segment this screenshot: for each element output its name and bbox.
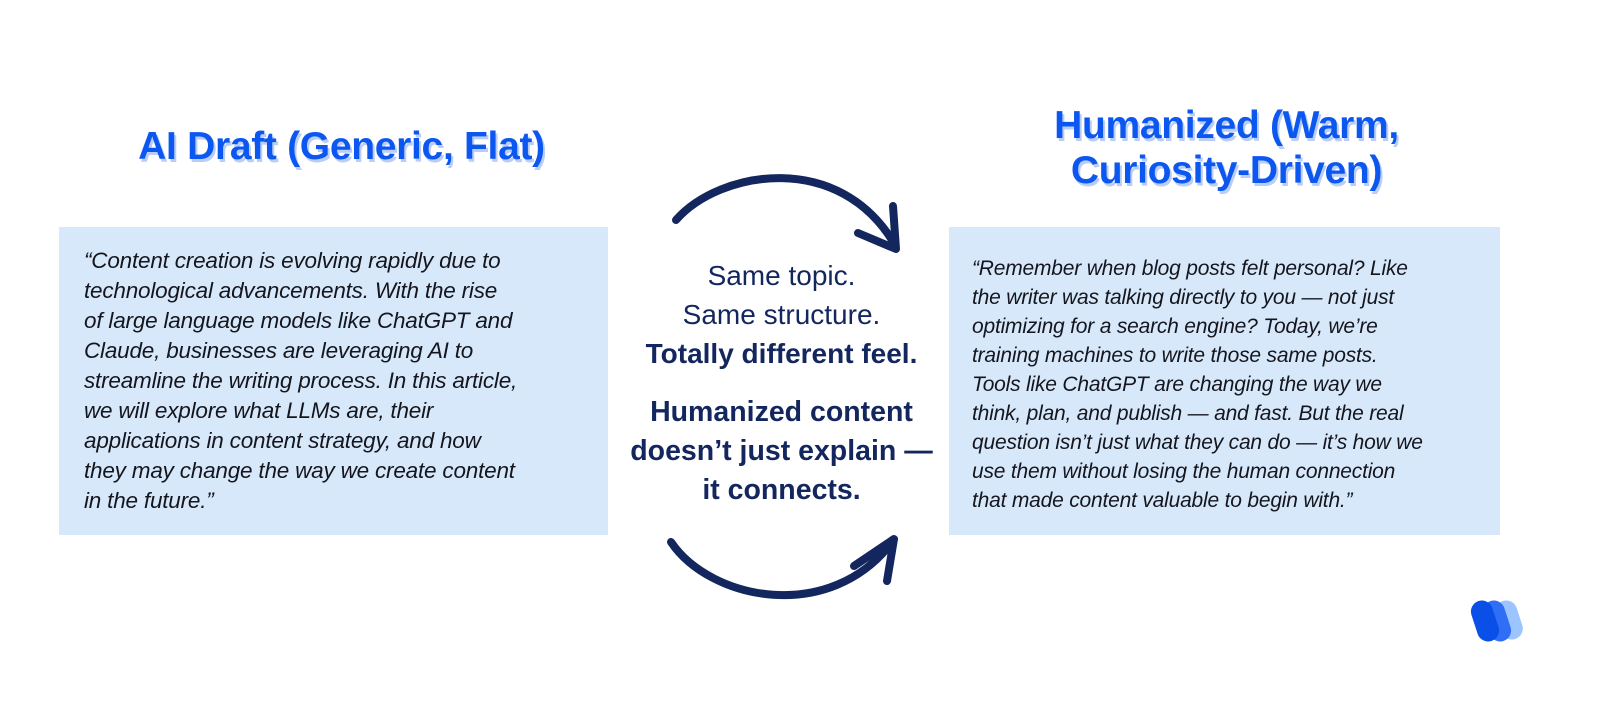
quote-line: the writer was talking directly to you —… xyxy=(972,286,1395,309)
quote-line: Claude, businesses are leveraging AI to xyxy=(84,338,474,363)
quote-line: we will explore what LLMs are, their xyxy=(84,398,434,423)
quote-line: streamline the writing process. In this … xyxy=(84,368,518,393)
tagline-line3: it connects. xyxy=(702,474,861,506)
quote-line: Tools like ChatGPT are changing the way … xyxy=(972,373,1382,396)
quote-line: optimizing for a search engine? Today, w… xyxy=(972,315,1378,338)
summary-line-different-feel: Totally different feel. xyxy=(645,338,918,369)
quote-line: training machines to write those same po… xyxy=(972,344,1378,367)
brand-logo-icon xyxy=(1470,600,1523,642)
quote-line: they may change the way we create conten… xyxy=(84,458,515,483)
quote-line: use them without losing the human connec… xyxy=(972,460,1396,483)
quote-line: think, plan, and publish — and fast. But… xyxy=(972,402,1404,425)
humanized-title: Humanized (Warm, Curiosity-Driven) xyxy=(949,103,1504,193)
ai-draft-quote-box: “Content creation is evolving rapidly du… xyxy=(59,227,608,535)
summary-line-same-structure: Same structure. xyxy=(682,299,881,330)
humanized-quote-box: “Remember when blog posts felt personal?… xyxy=(949,227,1500,535)
humanized-title-line1: Humanized (Warm, xyxy=(1054,104,1399,147)
quote-line: “Content creation is evolving rapidly du… xyxy=(84,248,501,273)
summary-line-same-topic: Same topic. xyxy=(707,260,856,291)
quote-line: “Remember when blog posts felt personal?… xyxy=(972,257,1408,280)
quote-line: question isn’t just what they can do — i… xyxy=(972,431,1423,454)
tagline-line2: doesn’t just explain — xyxy=(630,435,933,467)
ai-draft-quote-text: “Content creation is evolving rapidly du… xyxy=(84,246,588,516)
quote-line: that made content valuable to begin with… xyxy=(972,489,1353,512)
quote-line: applications in content strategy, and ho… xyxy=(84,428,481,453)
quote-line: of large language models like ChatGPT an… xyxy=(84,308,513,333)
tagline: Humanized content doesn’t just explain —… xyxy=(618,393,945,510)
quote-line: technological advancements. With the ris… xyxy=(84,278,498,303)
tagline-line1: Humanized content xyxy=(650,396,913,428)
quote-line: in the future.” xyxy=(84,488,214,513)
humanized-quote-text: “Remember when blog posts felt personal?… xyxy=(972,254,1482,515)
comparison-summary: Same topic. Same structure. Totally diff… xyxy=(618,256,945,373)
humanized-title-line2: Curiosity-Driven) xyxy=(1070,149,1383,192)
ai-draft-title: AI Draft (Generic, Flat) xyxy=(138,125,545,168)
